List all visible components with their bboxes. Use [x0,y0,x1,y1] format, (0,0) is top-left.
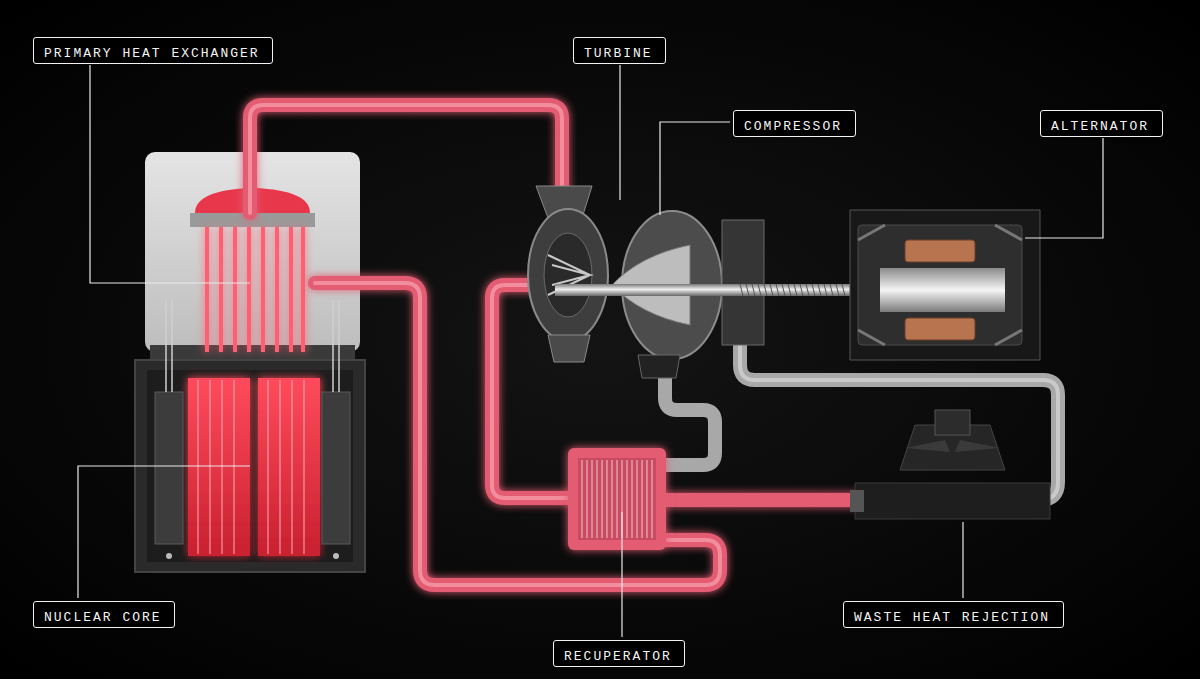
turbine-unit [528,186,608,362]
component-label: TURBINE [584,47,653,61]
leader-line [619,65,620,200]
recuperator-unit [568,448,666,550]
core-rods [198,380,304,554]
recuperator-fins [582,460,652,538]
control-drum [155,392,183,544]
exchanger-tubes [207,227,303,352]
pipes [250,105,1058,585]
label-box: TURBINE [573,37,666,64]
leader-line [1025,138,1103,238]
label-box: PRIMARY HEAT EXCHANGER [33,37,273,64]
cooling-pipe [665,493,860,507]
leader-lines [78,65,1103,637]
leader-line [660,122,730,215]
shaft-thread [740,284,845,296]
leader-line [621,512,622,637]
leader-line [78,466,250,598]
core-block [258,378,320,556]
alternator-unit [850,210,1040,360]
label-box: RECUPERATOR [553,640,685,667]
label-box: NUCLEAR CORE [33,601,175,628]
radiator-unit [850,410,1050,519]
hot-pipe [250,105,562,213]
component-label: RECUPERATOR [564,650,672,664]
compressed-pipe [665,372,715,465]
label-box: WASTE HEAT REJECTION [843,601,1064,628]
leader-line [90,65,250,283]
label-box: COMPRESSOR [733,110,856,137]
reactor-flange [150,345,355,361]
component-label: ALTERNATOR [1051,120,1149,134]
control-rods [166,300,339,392]
leader-line [962,522,963,598]
cold-pipe [740,345,1058,500]
component-label: COMPRESSOR [744,120,842,134]
component-label: PRIMARY HEAT EXCHANGER [44,47,260,61]
control-drum [322,392,350,544]
component-label: NUCLEAR CORE [44,611,162,625]
label-box: ALTERNATOR [1040,110,1163,137]
core-block [188,378,250,556]
component-label: WASTE HEAT REJECTION [854,611,1050,625]
